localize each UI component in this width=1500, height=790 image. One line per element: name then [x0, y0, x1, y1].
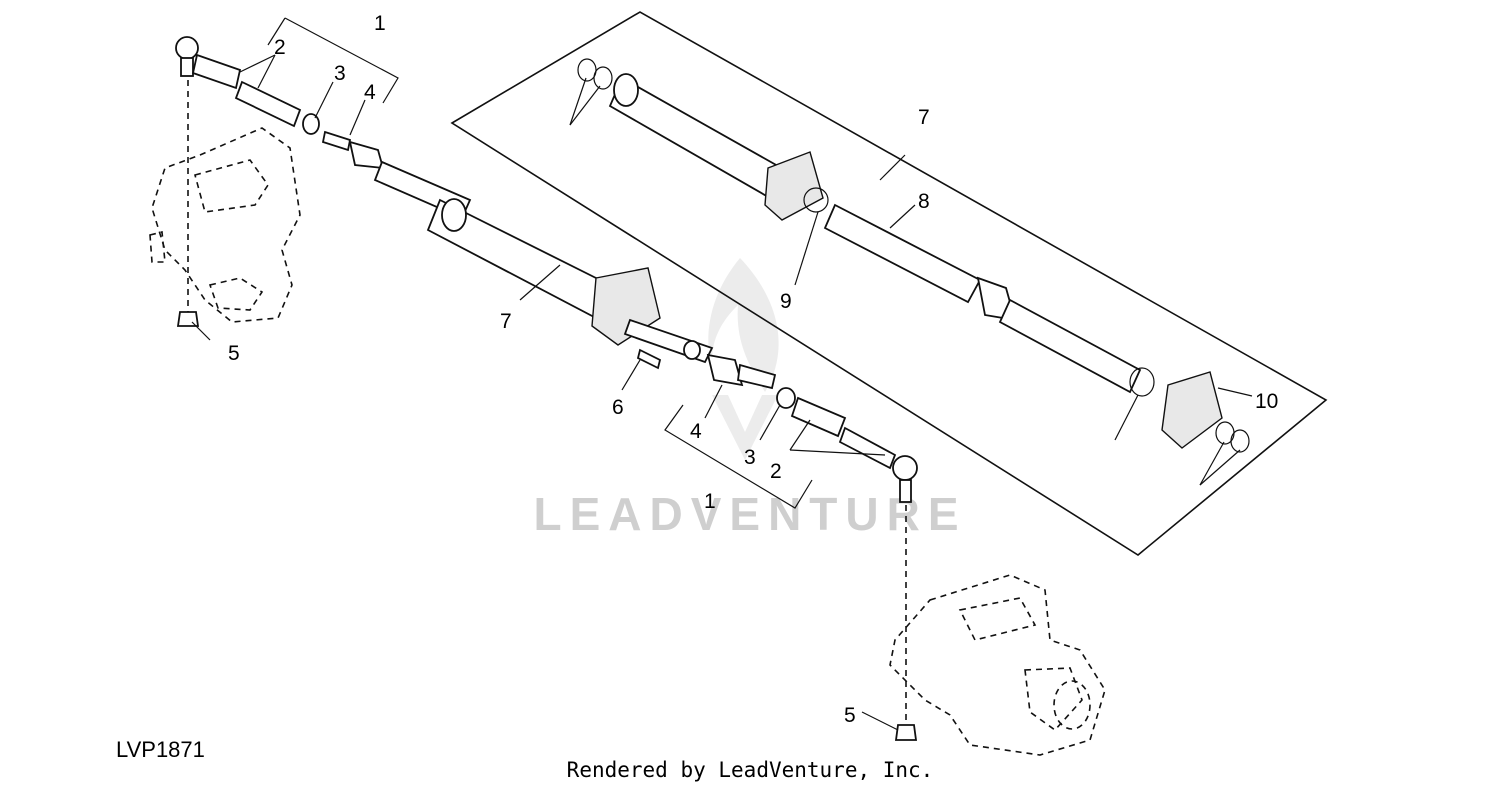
callout-1-right: 1	[704, 490, 716, 513]
callouts: 1 2 3 4 5 7 6 4 3 2 1 5 7 8 9 10	[228, 12, 1278, 727]
callout-3-right: 3	[744, 446, 756, 469]
callout-1-left: 1	[374, 12, 386, 35]
right-tie-rod-end	[776, 387, 918, 741]
right-steering-knuckle	[889, 574, 1106, 756]
callout-4-right: 4	[690, 420, 702, 443]
callout-5-left: 5	[228, 342, 240, 365]
render-credit: Rendered by LeadVenture, Inc.	[566, 758, 934, 782]
seal-kit-box	[450, 11, 1328, 556]
left-steering-knuckle	[149, 80, 301, 327]
watermark: LEADVENTURE	[533, 258, 966, 540]
callout-8: 8	[918, 190, 930, 213]
callout-5-right: 5	[844, 704, 856, 727]
callout-7-box: 7	[918, 106, 930, 129]
right-nut	[894, 724, 918, 741]
callout-2-left: 2	[274, 36, 286, 59]
left-nut	[176, 311, 200, 327]
callout-3-left: 3	[334, 62, 346, 85]
callout-6: 6	[612, 396, 624, 419]
figure-code: LVP1871	[116, 737, 205, 762]
watermark-text: LEADVENTURE	[533, 488, 966, 540]
center-steering-cylinder	[426, 198, 777, 390]
callout-7-center: 7	[500, 310, 512, 333]
callout-9: 9	[780, 290, 792, 313]
callout-4-left: 4	[364, 81, 376, 104]
leader-lines	[191, 17, 1253, 731]
left-tie-rod-end	[175, 36, 472, 220]
callout-10: 10	[1255, 390, 1278, 413]
callout-2-right: 2	[770, 460, 782, 483]
